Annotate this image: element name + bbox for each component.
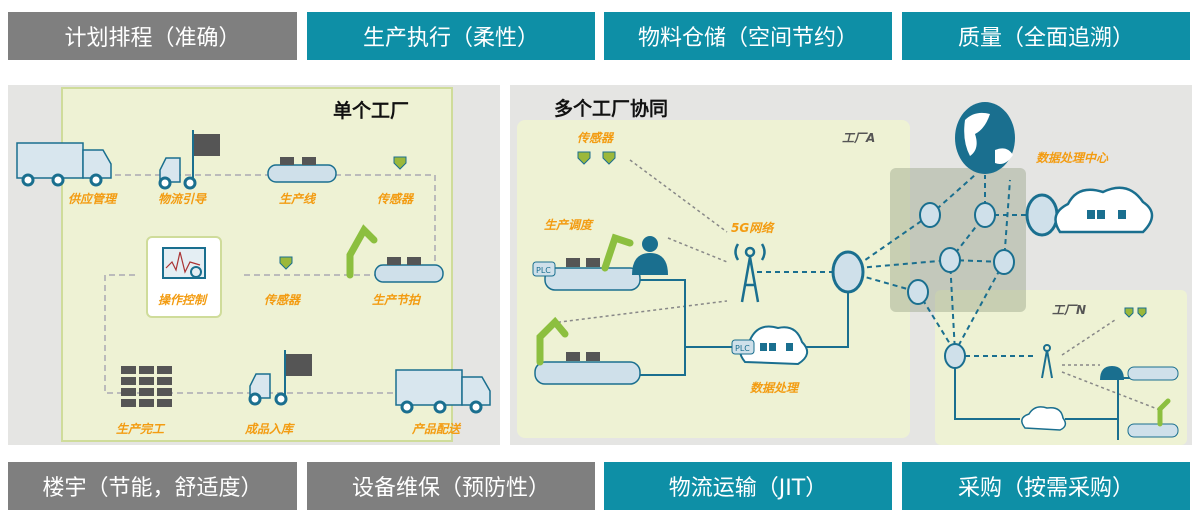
sensor-icon — [279, 256, 293, 270]
label-sensor: 传感器 — [377, 192, 415, 206]
worker-icon — [1100, 366, 1124, 380]
box-production-execution: 生产执行（柔性） — [307, 12, 595, 60]
forklift-icon — [248, 350, 312, 406]
label-warehousing: 成品入库 — [244, 422, 295, 436]
plc-label: PLC — [735, 344, 750, 353]
label-data-center: 数据处理中心 — [1036, 151, 1109, 165]
conveyor-icon — [534, 316, 641, 385]
forklift-icon — [158, 130, 220, 190]
box-building: 楼宇（节能，舒适度） — [8, 462, 297, 510]
box-planning: 计划排程（准确） — [8, 12, 297, 60]
box-logistics: 物流运输（JIT） — [604, 462, 892, 510]
warehouse-stack-icon — [121, 366, 172, 407]
label-operation-control: 操作控制 — [158, 293, 208, 307]
box-material-storage: 物料仓储（空间节约） — [604, 12, 892, 60]
single-factory-title: 单个工厂 — [333, 99, 409, 122]
globe-icon — [955, 102, 1015, 174]
label-logistics-guide: 物流引导 — [158, 192, 207, 206]
label-5g-network: 5G网络 — [731, 221, 775, 235]
cell-tower-icon — [1041, 344, 1053, 379]
box-maintenance: 设备维保（预防性） — [307, 462, 595, 510]
sensor-icon — [577, 151, 616, 165]
factory-n-label: 工厂N — [1052, 303, 1086, 317]
factory-a-area — [517, 120, 910, 438]
label-takt: 生产节拍 — [372, 293, 422, 307]
conveyor-icon — [346, 224, 444, 283]
multi-factory-title: 多个工厂协同 — [554, 97, 668, 120]
robot-arm-icon — [536, 316, 569, 366]
wireless-links — [551, 159, 1161, 411]
label-production-complete: 生产完工 — [116, 422, 166, 436]
label-scheduling: 生产调度 — [544, 218, 594, 232]
sensor-icon — [1124, 307, 1147, 318]
wired-links — [640, 279, 1165, 440]
label-supply: 供应管理 — [68, 192, 118, 206]
robot-arm-icon — [601, 233, 634, 272]
cloud-icon — [1054, 186, 1154, 234]
truck-icon — [395, 369, 491, 414]
conveyor-icon: PLC — [532, 233, 668, 291]
box-procurement: 采购（按需采购） — [902, 462, 1190, 510]
operation-control-icon — [146, 236, 222, 318]
box-quality: 质量（全面追溯） — [902, 12, 1190, 60]
cloud-icon: PLC — [731, 325, 809, 366]
label-sensor: 传感器 — [577, 131, 615, 145]
plc-label: PLC — [536, 266, 551, 275]
worker-icon — [632, 253, 668, 275]
router-icon — [831, 193, 1059, 369]
label-sensor: 传感器 — [264, 293, 302, 307]
cell-tower-icon — [734, 243, 766, 303]
robot-arm-icon — [346, 224, 378, 279]
truck-icon — [16, 142, 112, 187]
sensor-icon — [393, 156, 407, 170]
factory-a-label: 工厂A — [842, 131, 875, 145]
robot-arm-icon — [1157, 398, 1171, 427]
network-area — [890, 168, 1026, 312]
production-line-icon — [267, 157, 337, 183]
label-delivery: 产品配送 — [411, 422, 462, 436]
factory-n-area — [935, 290, 1187, 445]
label-data-processing: 数据处理 — [750, 381, 800, 395]
cloud-icon — [1021, 406, 1067, 431]
factory-n-equipment — [1100, 307, 1179, 438]
label-production-line: 生产线 — [279, 192, 317, 206]
